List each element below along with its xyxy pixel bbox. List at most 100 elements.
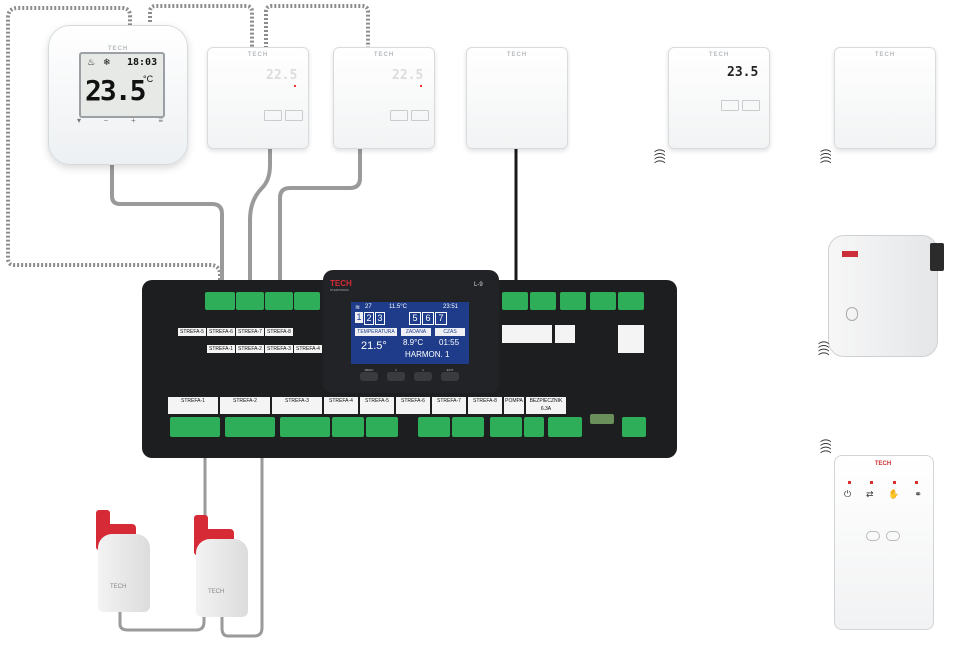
wifi-signal-icon: )))) bbox=[653, 148, 666, 164]
bottom-zone-label: STREFA-1 bbox=[168, 397, 218, 414]
zone-cell: 1 bbox=[355, 312, 363, 323]
terminal-block bbox=[530, 292, 556, 310]
thermoelectric-actuator-1: TECH bbox=[92, 510, 158, 614]
terminal-block bbox=[265, 292, 293, 310]
bottom-zone-label: STREFA-4 bbox=[324, 397, 358, 414]
bottom-zone-label: STREFA-2 bbox=[220, 397, 270, 414]
zone-cell: 5 bbox=[409, 312, 421, 325]
up-button[interactable] bbox=[414, 372, 432, 381]
screen-time-label: CZAS bbox=[435, 328, 465, 336]
screen-set-temp: 8.9°C bbox=[403, 338, 424, 347]
wired-thermostat-2-buttons[interactable] bbox=[390, 110, 429, 121]
screen-temperature-label: TEMPERATURA bbox=[355, 328, 397, 336]
top-zone-label: STREFA-3 bbox=[265, 345, 293, 353]
bottom-zone-label: STREFA-7 bbox=[432, 397, 466, 414]
main-thermostat-plus-button[interactable]: + bbox=[131, 116, 136, 125]
snowflake-icon: ❄ bbox=[103, 57, 111, 67]
down-button[interactable] bbox=[387, 372, 405, 381]
wire-actuator-2 bbox=[220, 440, 264, 638]
main-thermostat-minus-button[interactable]: − bbox=[103, 116, 109, 125]
info-label bbox=[618, 325, 644, 353]
main-thermostat-time: 18:03 bbox=[127, 57, 158, 68]
screen-top-left-value: 27 bbox=[365, 304, 372, 310]
wireless-thermostat-1-buttons[interactable] bbox=[721, 100, 760, 111]
screen-set-label: ZADANA bbox=[401, 328, 431, 336]
actuator-brand: TECH bbox=[208, 589, 225, 595]
manual-button[interactable] bbox=[866, 531, 880, 541]
wired-thermostat-1-brand: TECH bbox=[247, 52, 269, 58]
terminal-block bbox=[236, 292, 264, 310]
wired-thermostat-1: TECH 22.5 bbox=[207, 47, 309, 149]
radiator-head-logo bbox=[842, 251, 858, 257]
exit-button[interactable] bbox=[441, 372, 459, 381]
top-zone-label: STREFA-2 bbox=[236, 345, 264, 353]
terminal-block bbox=[280, 417, 330, 437]
top-zone-label: STREFA-7 bbox=[236, 328, 264, 336]
wired-thermostat-1-temp: 22.5 bbox=[266, 68, 298, 83]
terminal-block bbox=[366, 417, 398, 437]
terminal-block bbox=[294, 292, 320, 310]
main-thermostat-temperature: 23.5 bbox=[85, 74, 146, 107]
info-label bbox=[555, 325, 575, 343]
main-thermostat-lcd: ♨ ❄ 18:03 23.5 °C bbox=[79, 52, 165, 118]
bottom-zone-label: STREFA-3 bbox=[272, 397, 322, 414]
pairing-button[interactable] bbox=[886, 531, 900, 541]
wifi-status-icon: ≋ bbox=[355, 305, 361, 311]
wired-thermostat-3-brand: TECH bbox=[506, 52, 528, 58]
wifi-signal-icon: )))) bbox=[819, 148, 832, 164]
screen-outside-temp: 11.5°C bbox=[389, 304, 407, 310]
fuse-holder bbox=[590, 414, 614, 424]
screen-time-value: 01:55 bbox=[439, 338, 460, 347]
bottom-zone-label: POMPA bbox=[504, 397, 524, 414]
top-zone-label: STREFA-1 bbox=[207, 345, 235, 353]
terminal-block bbox=[225, 417, 275, 437]
thermoelectric-actuator-2: TECH bbox=[190, 515, 256, 619]
screen-mode: HARMON. 1 bbox=[405, 350, 450, 359]
top-zone-label: STREFA-5 bbox=[178, 328, 206, 336]
main-thermostat-menu-button[interactable]: ≡ bbox=[158, 116, 163, 125]
terminal-block bbox=[548, 417, 582, 437]
transfer-icon: ⇄ bbox=[865, 489, 874, 499]
top-zone-label: STREFA-6 bbox=[207, 328, 235, 336]
wire-actuator-loop bbox=[118, 610, 206, 632]
terminal-block bbox=[502, 292, 528, 310]
wired-thermostat-2-led bbox=[420, 85, 422, 87]
bottom-zone-label: STREFA-5 bbox=[360, 397, 394, 414]
wireless-radiator-head bbox=[828, 235, 946, 357]
bus-wire-2 bbox=[148, 3, 254, 48]
wired-thermostat-1-buttons[interactable] bbox=[264, 110, 303, 121]
radiator-head-button[interactable] bbox=[846, 307, 858, 321]
zone-cell: 2 bbox=[364, 312, 374, 325]
bus-wire-3 bbox=[264, 3, 370, 48]
controller-model: L-9 bbox=[474, 282, 483, 288]
terminal-block bbox=[560, 292, 586, 310]
wired-thermostat-1-led bbox=[294, 85, 296, 87]
link-icon: ⚭ bbox=[914, 489, 922, 499]
terminal-block bbox=[490, 417, 522, 437]
controller-brand: TECH bbox=[330, 279, 352, 288]
terminal-block bbox=[524, 417, 544, 437]
main-thermostat-unit: °C bbox=[143, 74, 154, 84]
terminal-block bbox=[618, 292, 644, 310]
up-button-label: ∧ bbox=[421, 368, 425, 372]
bottom-zone-label: STREFA-6 bbox=[396, 397, 430, 414]
terminal-block bbox=[622, 417, 646, 437]
exit-button-label: EXIT bbox=[446, 368, 454, 372]
actuator-brand: TECH bbox=[110, 584, 127, 590]
menu-button[interactable] bbox=[360, 372, 378, 381]
bottom-zone-label: STREFA-8 bbox=[468, 397, 502, 414]
wifi-signal-icon: )))) bbox=[819, 438, 832, 454]
wifi-signal-icon: )))) bbox=[817, 340, 830, 356]
power-icon: ⏻ bbox=[844, 489, 852, 499]
wired-thermostat-2: TECH 22.5 bbox=[333, 47, 435, 149]
wireless-module-brand: TECH bbox=[874, 461, 892, 467]
main-room-thermostat: TECH ♨ ❄ 18:03 23.5 °C ▾ − + ≡ bbox=[48, 25, 188, 165]
info-label bbox=[502, 325, 552, 343]
wired-thermostat-2-brand: TECH bbox=[373, 52, 395, 58]
wireless-module: TECH ⏻⇄✋⚭ bbox=[834, 455, 934, 630]
top-zone-label: STREFA-8 bbox=[265, 328, 293, 336]
main-thermostat-down-button[interactable]: ▾ bbox=[77, 116, 82, 125]
wired-thermostat-3: TECH bbox=[466, 47, 568, 149]
wire-thermostat-3 bbox=[278, 148, 362, 296]
